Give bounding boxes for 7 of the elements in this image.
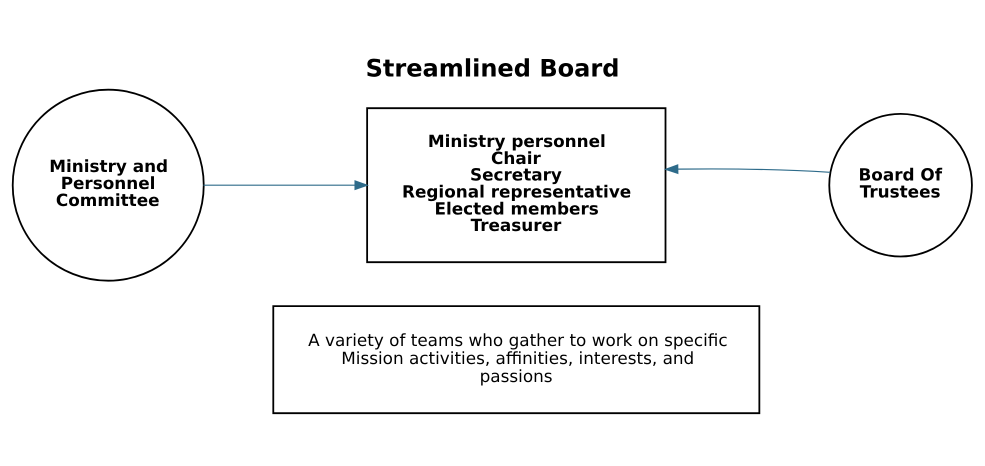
diagram-title: Streamlined Board [366,54,620,82]
node-box: A variety of teams who gather to work on specific Mission activities, affinities, interests, and passions [272,304,760,414]
node-box: Ministry personnel Chair Secretary Regional representative Elected members Treasurer [366,106,666,263]
arrow [664,164,830,174]
node-circle: Board Of Trustees [828,112,973,257]
node-circle: Ministry and Personnel Committee [12,88,205,282]
arrow [204,180,369,190]
